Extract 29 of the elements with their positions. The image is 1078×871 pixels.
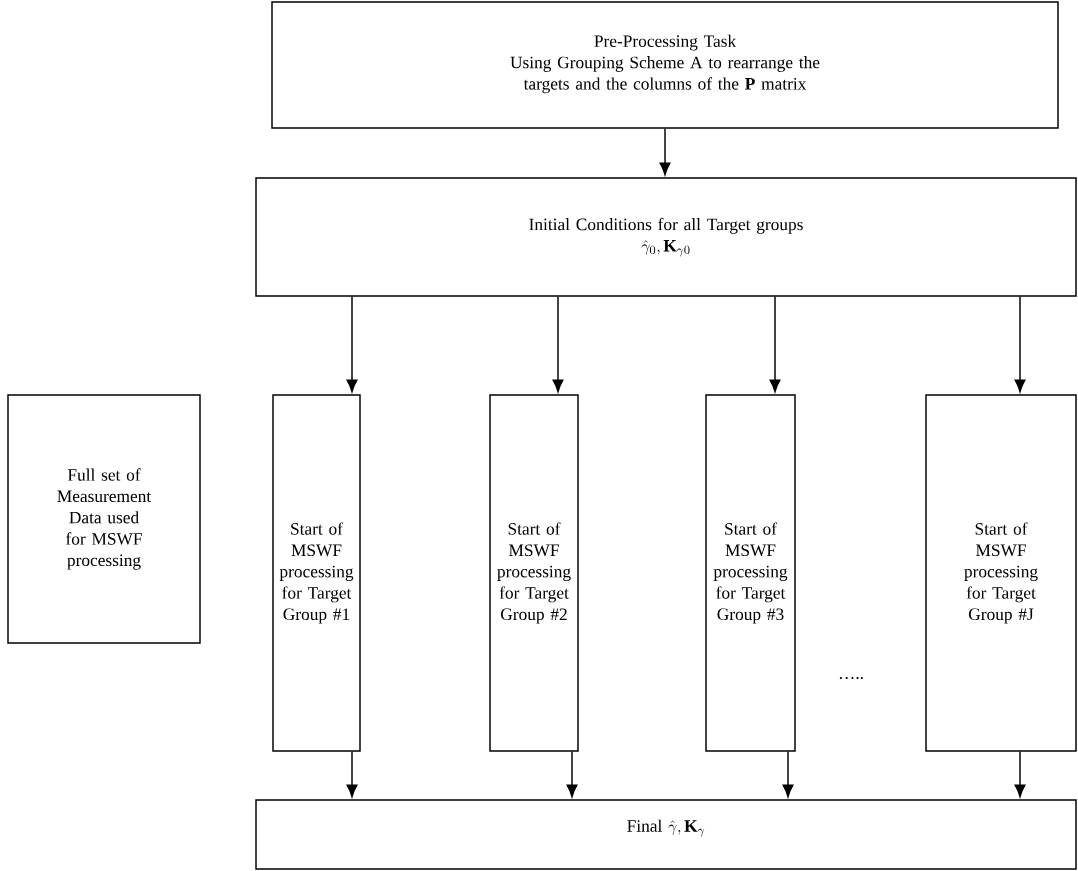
arrow [566,751,578,798]
node-label: Start of MSWF processing for Target Group #3 [713,522,788,624]
process-box [7,394,201,644]
node-label: $\hat{\gamma}, \mathbf{K}_{\gamma}$ [668,820,705,837]
arrow [659,128,671,176]
node-label: Initial Conditions for all Target groups [529,217,803,234]
arrow [1014,751,1026,798]
node-label: Start of MSWF processing for Target Group #2 [497,522,571,624]
arrow [769,296,781,393]
ellipsis: ….. [839,677,863,680]
process-box [489,394,579,752]
node-label: Start of MSWF processing for Target Group #1 [279,522,354,624]
process-box [255,799,1077,870]
arrow [346,751,358,798]
node-label: Pre-Processing Task [594,34,737,51]
process-box [925,394,1077,752]
node-label: Full set of Measurement Data used for MSWF processing [57,468,152,570]
node-label: Start of MSWF processing for Target Group #J [964,522,1038,624]
process-box [271,1,1059,129]
arrow [782,751,794,798]
arrow [552,296,564,393]
node-label: Using Grouping Scheme A to rearrange the targets and the columns of the P matrix [510,56,820,94]
process-box [255,177,1077,297]
arrow [1014,296,1026,393]
process-box [272,394,361,752]
arrow [346,296,358,393]
node-label: $\hat{\gamma}_0, \mathbf{K}_{\gamma 0}$ [641,240,690,257]
process-box [705,394,796,752]
node-label: Final [627,819,662,832]
